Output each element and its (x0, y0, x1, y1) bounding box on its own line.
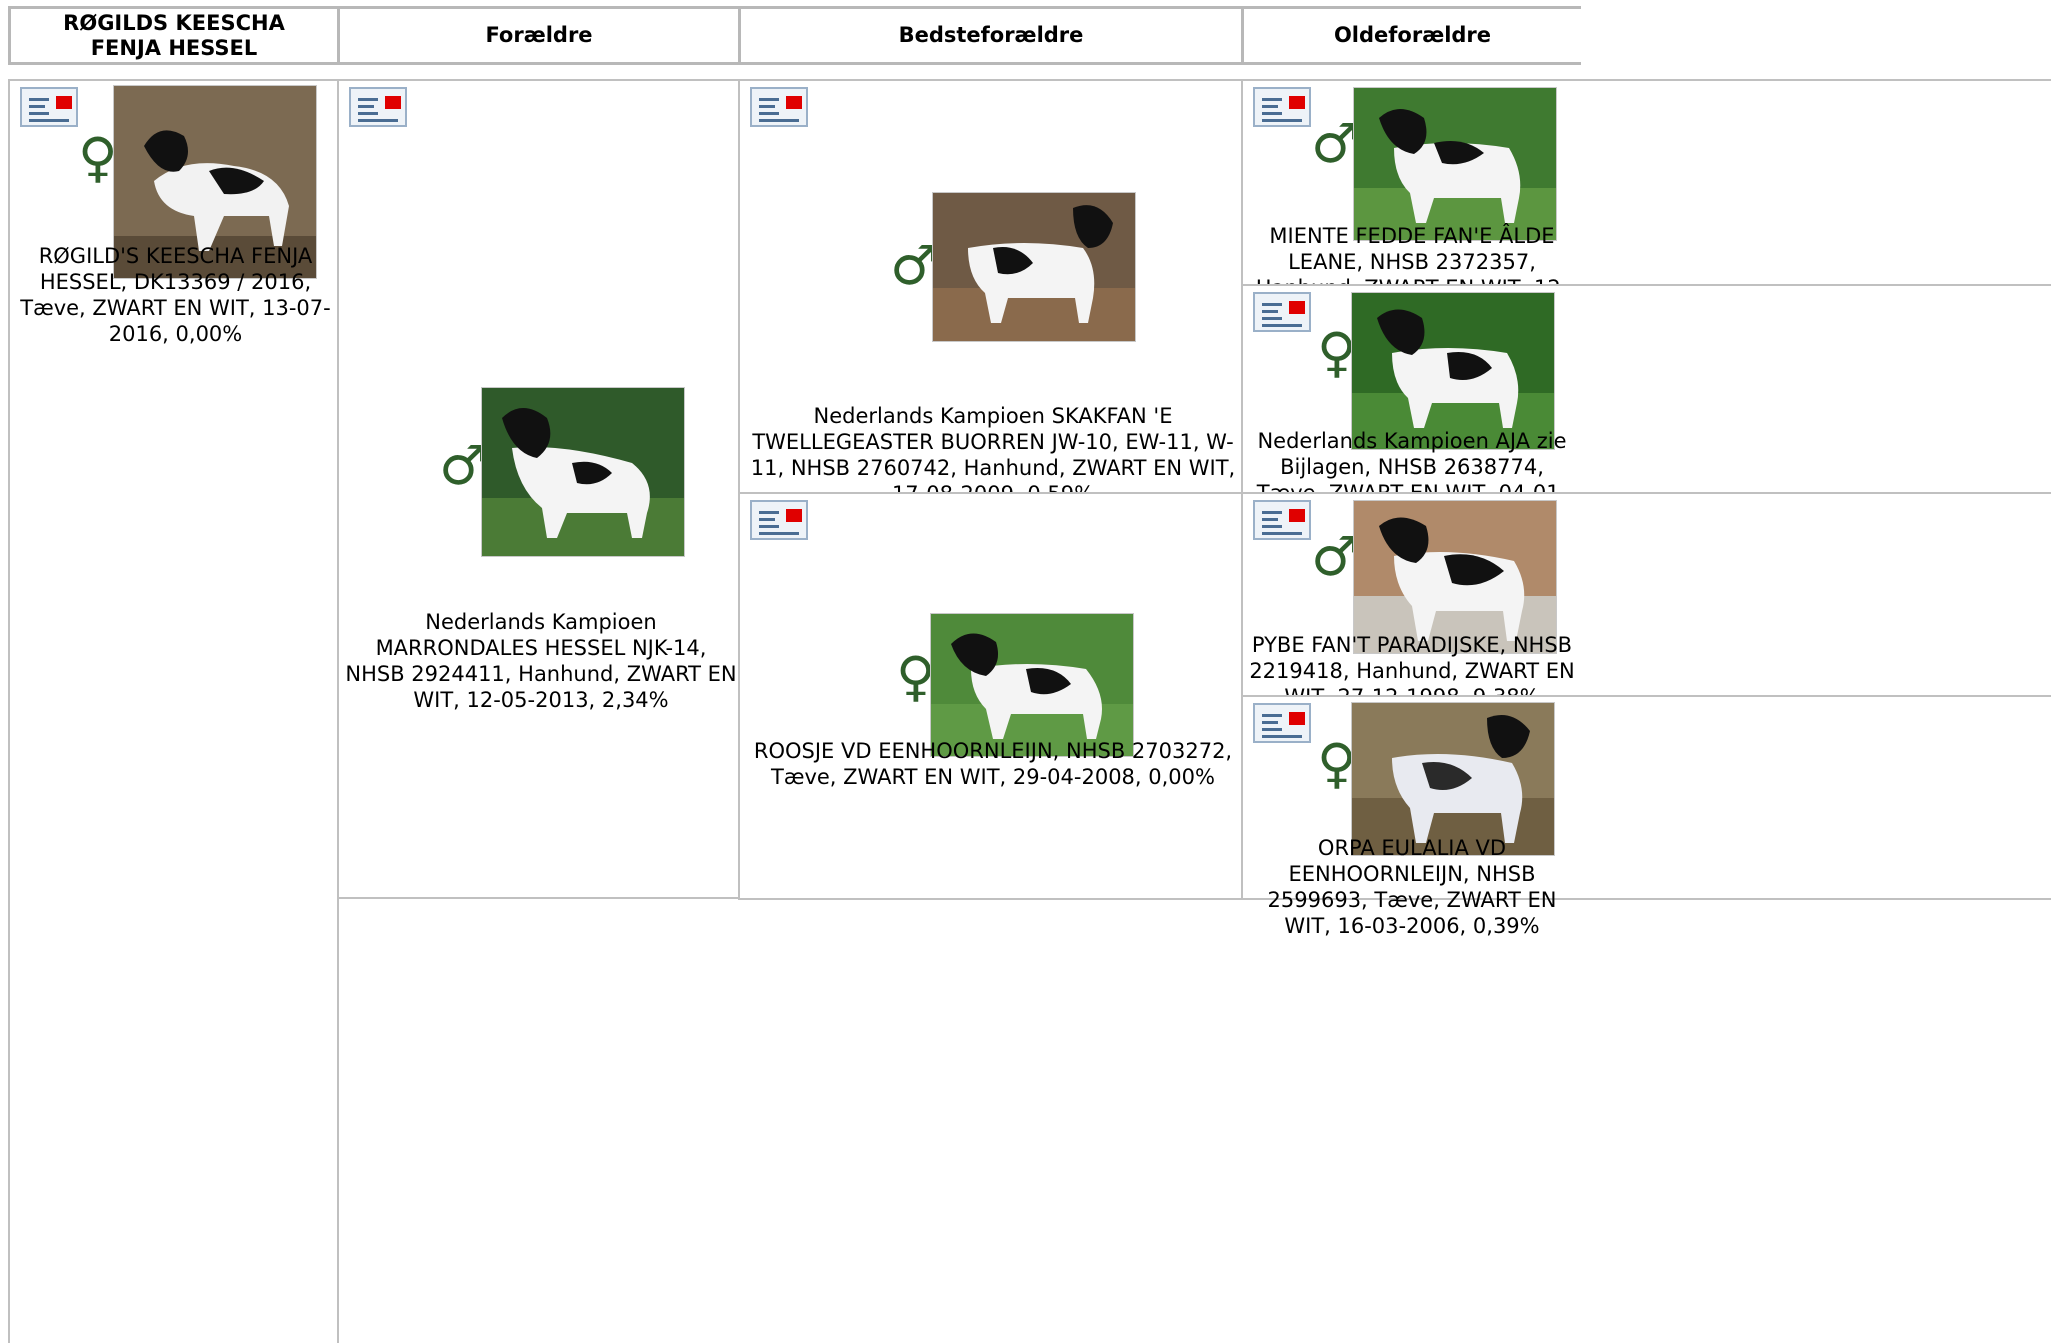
pedigree-card-icon[interactable] (20, 87, 78, 127)
dog-photo[interactable] (1353, 87, 1557, 241)
male-icon: ♂ (1311, 112, 1360, 175)
sire-description: Nederlands Kampioen MARRONDALES HESSEL N… (345, 610, 737, 712)
pedigree-card-icon[interactable] (750, 87, 808, 127)
header-subject: RØGILDS KEESCHA FENJA HESSEL (8, 6, 340, 65)
dog-photo-image (931, 614, 1133, 756)
male-icon: ♂ (1311, 525, 1360, 588)
sd-sire-cell: ♂ PYBE FAN'T PARADIJSKE, NHSB 2219418, H… (1241, 492, 2051, 709)
dog-photo[interactable] (1351, 292, 1555, 450)
subject-cell: ♀ RØGILD'S KEESCHA FENJA HESSEL, DK13369… (8, 79, 339, 1343)
pedigree-card-icon[interactable] (1253, 500, 1311, 540)
female-icon: ♀ (1317, 321, 1357, 384)
sire-sire-cell: ♂ Nederlands Kampioen SKAKFAN 'E TWELLEG… (738, 79, 1244, 506)
sd-dam-description: ORPA EULALIA VD EENHOORNLEIJN, NHSB 2599… (1267, 836, 1557, 938)
dog-photo[interactable] (113, 85, 317, 279)
dog-photo[interactable] (1353, 500, 1557, 654)
sire-cell: ♂ Nederlands Kampioen MARRONDALES HESSEL… (337, 79, 741, 900)
subject-description: RØGILD'S KEESCHA FENJA HESSEL, DK13369 /… (20, 244, 331, 346)
female-icon: ♀ (896, 645, 936, 708)
dog-photo-image (1352, 703, 1554, 855)
header-grandparents-label: Bedsteforældre (898, 23, 1084, 47)
dog-photo[interactable] (1351, 702, 1555, 856)
header-parents-label: Forældre (485, 23, 593, 47)
dog-photo[interactable] (930, 613, 1134, 757)
ss-sire-cell: ♂ MIENTE FEDDE FAN'E ÂLDE LEANE, NHSB 23… (1241, 79, 2051, 326)
dog-photo-image (1354, 88, 1556, 240)
header-great-grandparents: Oldeforældre (1241, 6, 1581, 65)
pedigree-card-icon[interactable] (1253, 292, 1311, 332)
sire-dam-cell: ♀ ROOSJE VD EENHOORNLEIJN, NHSB 2703272,… (738, 492, 1244, 900)
pedigree-card-icon[interactable] (1253, 703, 1311, 743)
dog-photo-image (1354, 501, 1556, 653)
dog-photo-image (933, 193, 1135, 341)
sire-dam-description: ROOSJE VD EENHOORNLEIJN, NHSB 2703272, T… (753, 739, 1233, 789)
dog-photo[interactable] (481, 387, 685, 557)
male-icon: ♂ (890, 234, 939, 297)
ss-dam-cell: ♀ Nederlands Kampioen AJA zie Bijlagen, … (1241, 284, 2051, 531)
pedigree-card-icon[interactable] (349, 87, 407, 127)
header-grandparents: Bedsteforældre (738, 6, 1244, 65)
header-subject-label: RØGILDS KEESCHA FENJA HESSEL (63, 10, 285, 60)
male-icon: ♂ (439, 434, 488, 497)
dam-cell-empty (337, 897, 2051, 1343)
dog-photo-image (1352, 293, 1554, 449)
female-icon: ♀ (78, 126, 118, 189)
dog-photo[interactable] (932, 192, 1136, 342)
female-icon: ♀ (1317, 732, 1357, 795)
pedigree-card-icon[interactable] (750, 500, 808, 540)
header-parents: Forældre (337, 6, 741, 65)
header-great-grandparents-label: Oldeforældre (1333, 23, 1492, 47)
sd-dam-cell: ♀ ORPA EULALIA VD EENHOORNLEIJN, NHSB 25… (1241, 695, 2051, 938)
pedigree-card-icon[interactable] (1253, 87, 1311, 127)
dog-photo-image (114, 86, 316, 278)
dog-photo-image (482, 388, 684, 556)
